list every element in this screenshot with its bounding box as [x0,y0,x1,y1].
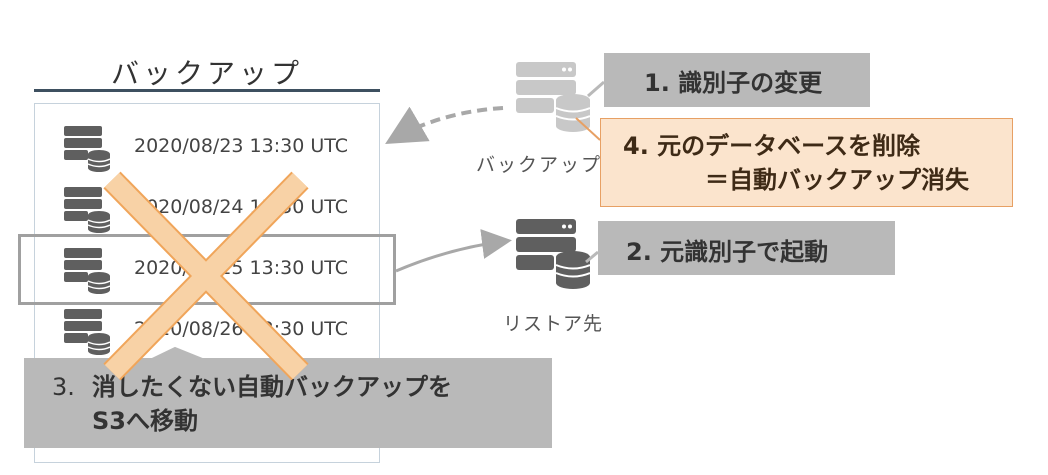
step3-callout: 3. 消したくない自動バックアップを S3へ移動 [24,358,552,448]
step3-line1: 消したくない自動バックアップを [92,373,452,401]
snapshot-row[interactable]: 2020/08/23 13:30 UTC [64,126,374,172]
backup-server-caption: バックアップ [476,154,603,176]
title-divider [34,89,380,92]
dashed-arrow [385,106,504,145]
backup-list [34,103,380,463]
step2-pointer [585,250,599,264]
snapshot-timestamp: 2020/08/26 13:30 UTC [134,318,349,340]
backup-panel-title: バックアップ [110,57,303,90]
snapshot-timestamp: 2020/08/23 13:30 UTC [134,135,349,157]
step1-callout: 1. 識別子の変更 [604,53,870,107]
restore-server-icon [516,219,590,289]
step3-pointer [149,346,206,361]
restore-arrow [395,229,512,273]
snapshot-row[interactable]: 2020/08/26 13:30 UTC [64,309,374,355]
database-server-icon [64,248,110,294]
step3-line2: S3へ移動 [92,407,198,435]
step2-callout: 2. 元識別子で起動 [598,221,895,275]
database-server-icon [64,309,110,355]
step4-pointer [575,117,601,141]
step3-number: 3. [52,373,75,401]
restore-target-caption: リストア先 [503,313,604,335]
step4-line1: 4. 元のデータベースを削除 [623,132,920,160]
database-server-icon [64,126,110,172]
selected-snapshot-frame [18,234,396,305]
step1-pointer [587,80,605,98]
step4-callout: 4. 元のデータベースを削除 ＝自動バックアップ消失 [600,118,1013,207]
database-server-icon [64,187,110,233]
step4-line2: ＝自動バックアップ消失 [705,166,969,194]
